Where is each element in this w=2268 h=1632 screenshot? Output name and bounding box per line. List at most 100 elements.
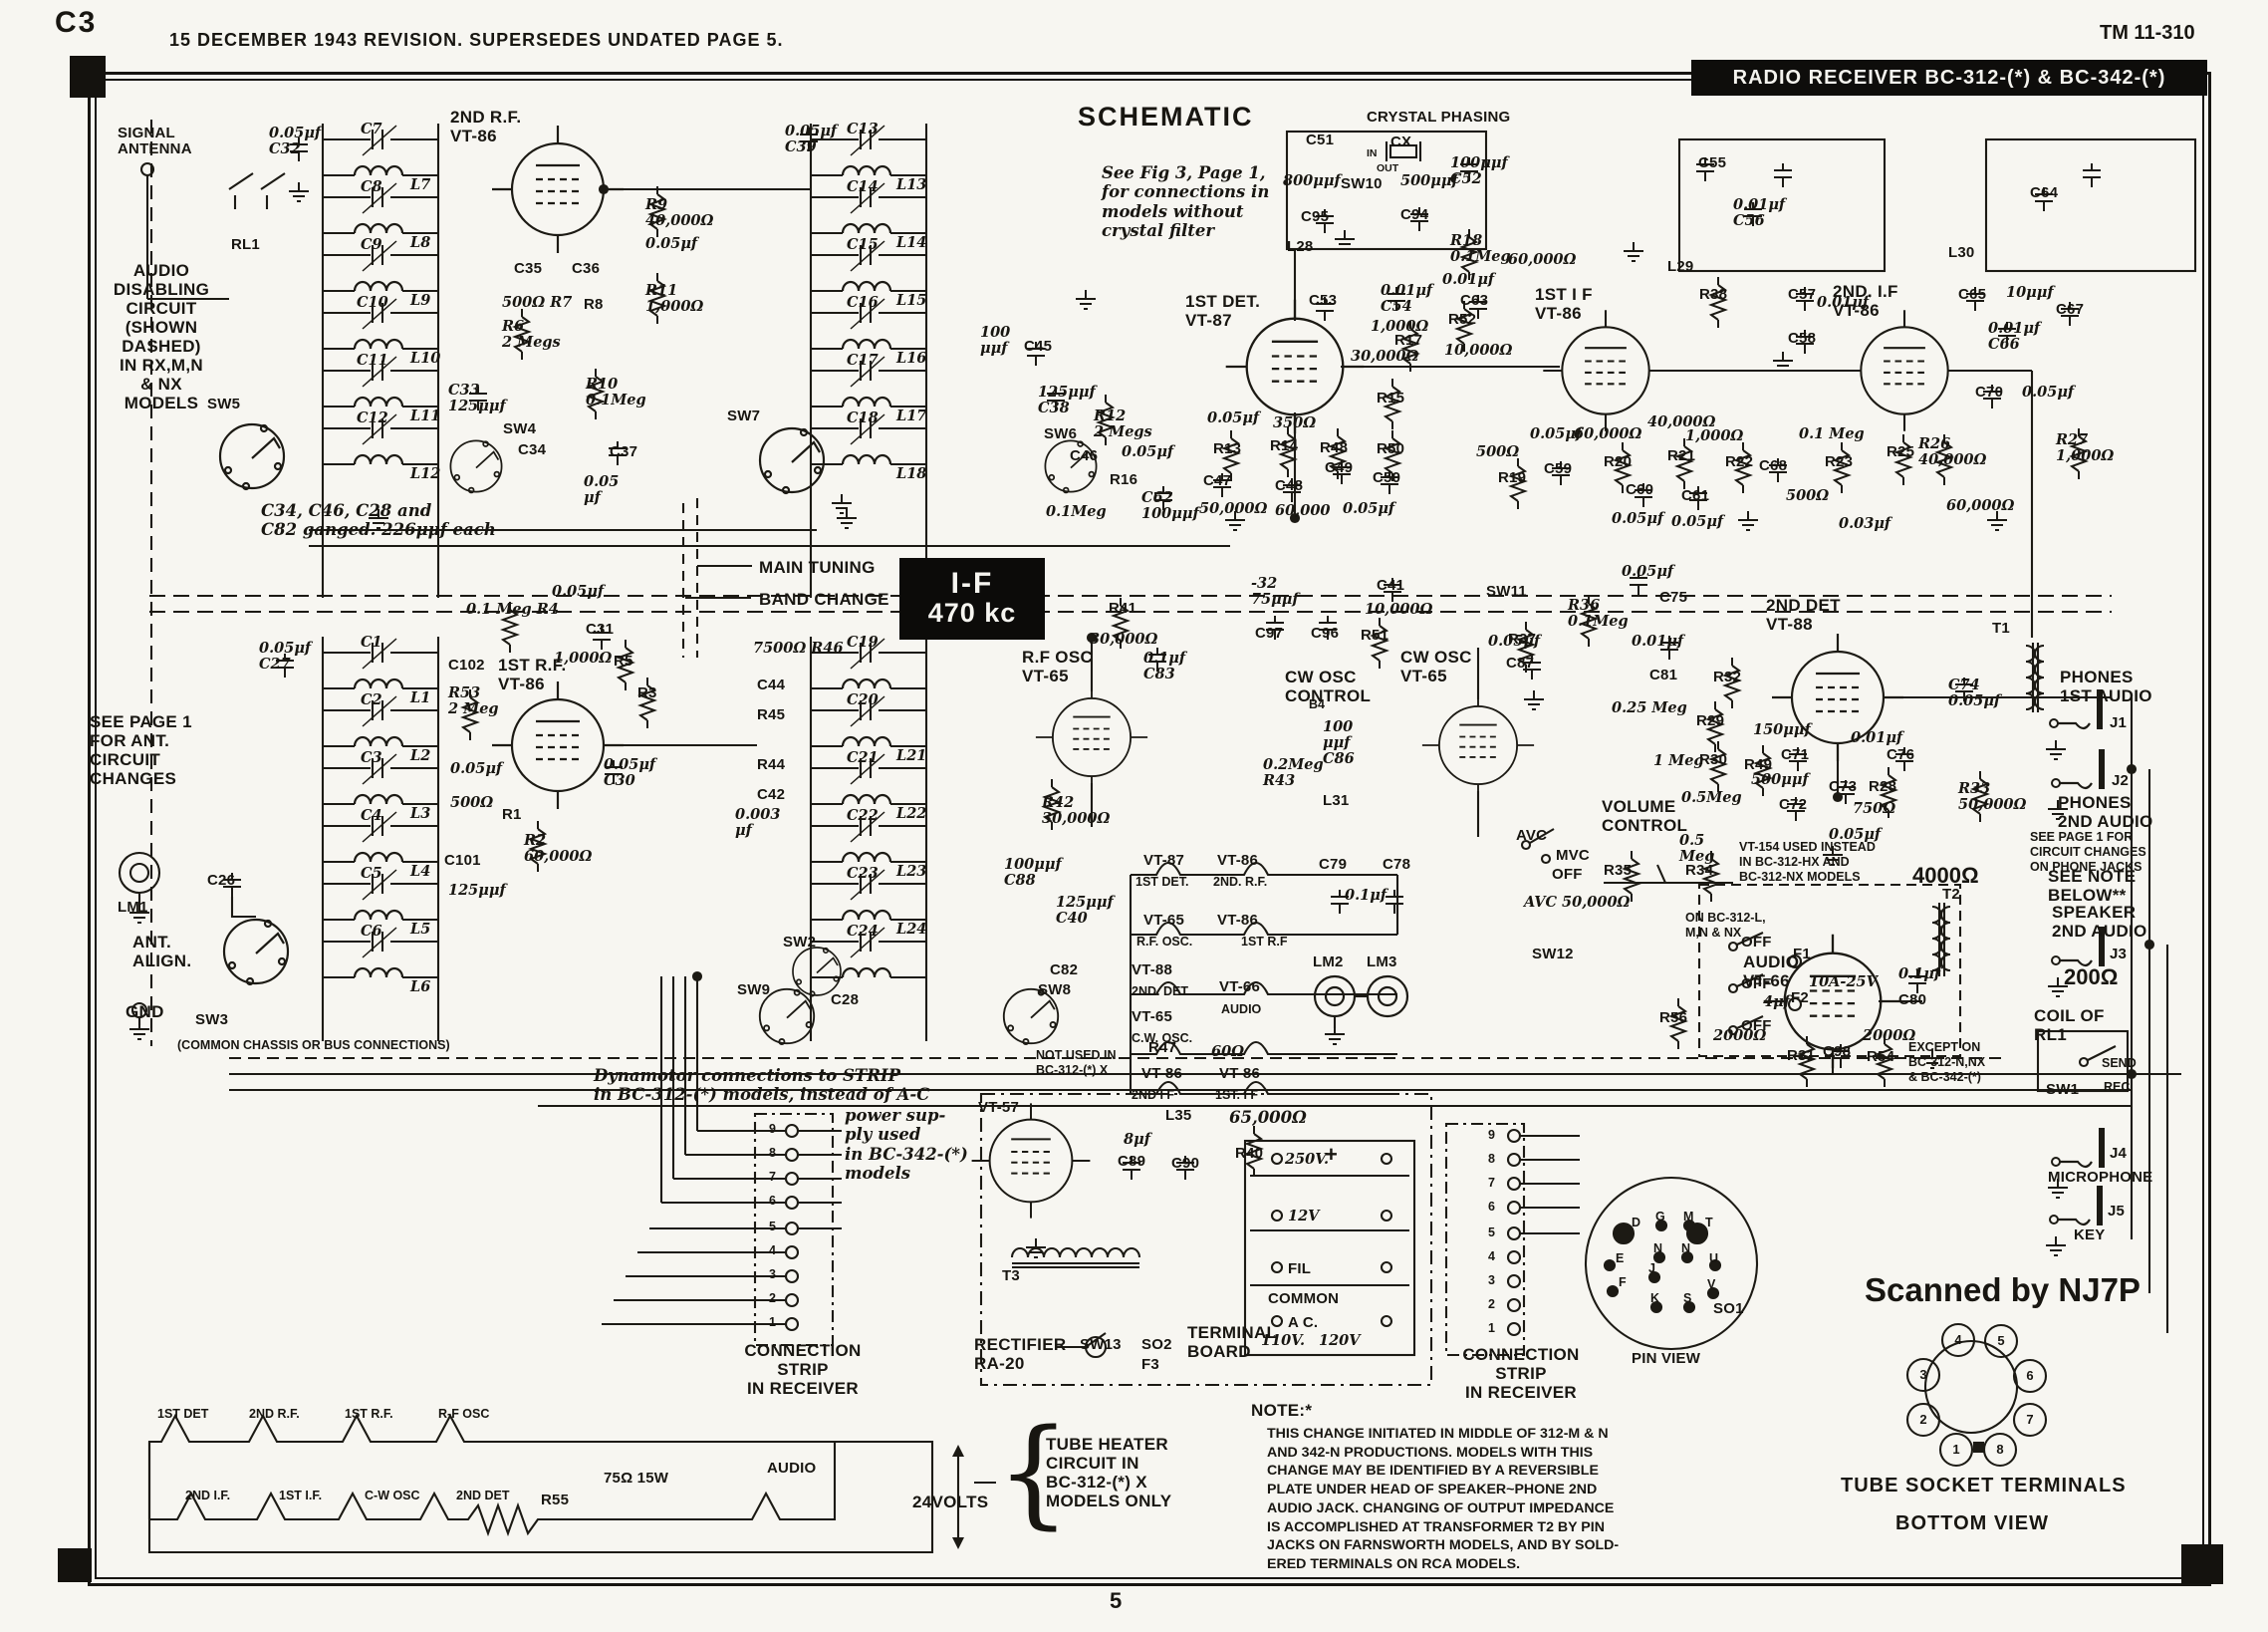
schematic-label: 1 (1488, 1321, 1495, 1335)
schematic-label: 250V. (1285, 1151, 1330, 1168)
schematic-label: R33 50,000Ω (1958, 780, 2027, 814)
socket-pin-7: 7 (2026, 1412, 2034, 1427)
schematic-label: 2 (1488, 1297, 1495, 1311)
schematic-label: R-F OSC (438, 1407, 490, 1421)
schematic-label: 200Ω (2064, 964, 2119, 989)
schematic-label: F (1619, 1275, 1627, 1289)
schematic-label: 0.05μf (552, 583, 605, 600)
schematic-label: 0.05μf C32 (269, 125, 322, 158)
schematic-label: R32 (1713, 669, 1742, 685)
schematic-label: R41 (1109, 600, 1137, 617)
schematic-label: C37 (610, 443, 638, 460)
schematic-label: SW7 (727, 408, 761, 424)
schematic-label: C-W OSC (365, 1489, 420, 1502)
schematic-label: 9 (769, 1122, 776, 1136)
schematic-label: 10A-25V (1809, 973, 1878, 990)
schematic-label: R5 (614, 653, 633, 670)
schematic-label: See Fig 3, Page 1, for connections in mo… (1102, 163, 1270, 241)
schematic-label: F2 (1791, 989, 1809, 1006)
schematic-label: VT-86 (1219, 1065, 1261, 1082)
schematic-label: 1 (769, 1315, 776, 1329)
schematic-label: 3 (1488, 1273, 1495, 1287)
schematic-label: L5 (410, 921, 431, 938)
schematic-label: C57 (1788, 286, 1817, 303)
schematic-label: SO1 (1713, 1300, 1744, 1317)
schematic-label: 0.05μf (1530, 425, 1583, 442)
schematic-label: C59 (1544, 460, 1573, 477)
schematic-label: R12 2 Megs (1094, 408, 1152, 441)
schematic-label: R26 40,000Ω (1918, 435, 1987, 469)
schematic-label: SEE PAGE 1 FOR CIRCUIT CHANGES ON PHONE … (2030, 830, 2146, 874)
schematic-label: REC (2104, 1080, 2131, 1094)
schematic-label: 2ND I.F. (185, 1489, 231, 1502)
schematic-label: SW10 (1341, 175, 1383, 192)
schematic-label: 0.05μf C39 (785, 123, 838, 156)
schematic-label: L15 (896, 292, 927, 309)
schematic-label: C95 (1301, 208, 1330, 225)
schematic-label: 6 (1488, 1200, 1495, 1214)
schematic-label: C.W. OSC. (1132, 1031, 1193, 1045)
schematic-label: C47 (1203, 472, 1232, 489)
schematic-label: L10 (410, 350, 441, 367)
schematic-label: C82 (1050, 961, 1079, 978)
schematic-label: (COMMON CHASSIS OR BUS CONNECTIONS) (177, 1038, 450, 1052)
schematic-label: C9 (361, 236, 382, 253)
schematic-label: T2 (1942, 886, 1960, 903)
schematic-label: J3 (2110, 946, 2128, 962)
schematic-label: MVC (1556, 847, 1590, 864)
socket-pin-1: 1 (1952, 1442, 1960, 1457)
schematic-label: 125μμf (448, 882, 506, 899)
schematic-label: C41 (1377, 577, 1405, 594)
schematic-label: C22 (847, 807, 879, 824)
schematic-label: KEY (2074, 1226, 2106, 1243)
schematic-label: CONNECTION STRIP IN RECEIVER (744, 1341, 862, 1399)
schematic-label: R15 (1377, 390, 1405, 407)
schematic-label: L31 (1323, 792, 1350, 809)
schematic-label: C10 (357, 294, 388, 311)
schematic-label: D (1632, 1216, 1641, 1229)
schematic-label: R40 (1235, 1145, 1264, 1162)
corner-block (58, 1548, 92, 1582)
schematic-label: C49 (1325, 459, 1354, 476)
schematic-label: 1ST DET. (1135, 875, 1189, 889)
schematic-label: 0.05μf (1829, 826, 1882, 843)
schematic-label: SEND (2102, 1056, 2137, 1070)
schematic-label: 0.05μf (1612, 510, 1664, 527)
schematic-label: 500μμf (1400, 172, 1458, 189)
schematic-label: SW4 (503, 420, 537, 437)
schematic-label: PHONES 1ST AUDIO (2060, 668, 2152, 706)
schematic-label: T1 (1992, 620, 2010, 637)
schematic-label: VT-88 (1132, 961, 1173, 978)
schematic-label: F1 (1793, 946, 1811, 962)
schematic-label: VT-66 (1219, 978, 1261, 995)
schematic-label: 0.01μf (1851, 729, 1903, 746)
schematic-label: 0.5 Meg (1679, 832, 1715, 866)
schematic-label: C44 (757, 677, 786, 693)
schematic-label: C62 100μμf (1141, 489, 1199, 523)
schematic-label: C70 (1975, 384, 2004, 401)
schematic-label: R34 (1685, 862, 1714, 879)
schematic-label: 1,000Ω (1371, 318, 1429, 335)
schematic-label: R44 (757, 756, 786, 773)
schematic-label: TERMINAL BOARD (1187, 1323, 1278, 1362)
schematic-label: R3 (637, 684, 657, 701)
schematic-label: 9 (1488, 1128, 1495, 1142)
schematic-label: 6 (769, 1194, 776, 1208)
schematic-label: 0.5Meg (1681, 789, 1742, 806)
schematic-label: L16 (896, 350, 927, 367)
schematic-label: OFF (1741, 934, 1772, 951)
schematic-label: C76 (1887, 746, 1915, 763)
schematic-label: SEE PAGE 1 FOR ANT. CIRCUIT CHANGES (90, 712, 192, 789)
schematic-label: U (1709, 1251, 1719, 1265)
schematic-label: F3 (1141, 1356, 1159, 1373)
schematic-label: R.F OSC VT-65 (1022, 648, 1094, 686)
schematic-label: 5 (1488, 1225, 1495, 1239)
schematic-label: C3 (361, 749, 382, 766)
schematic-label: L22 (896, 805, 927, 822)
schematic-label: C73 (1829, 778, 1858, 795)
schematic-label: 8 (769, 1146, 776, 1160)
schematic-label: 1ST DET. VT-87 (1185, 292, 1261, 331)
schematic-label: EXCEPT ON BC-312-N,NX & BC-342-(*) (1908, 1040, 1986, 1084)
schematic-label: R36 0.1Meg (1568, 597, 1629, 631)
